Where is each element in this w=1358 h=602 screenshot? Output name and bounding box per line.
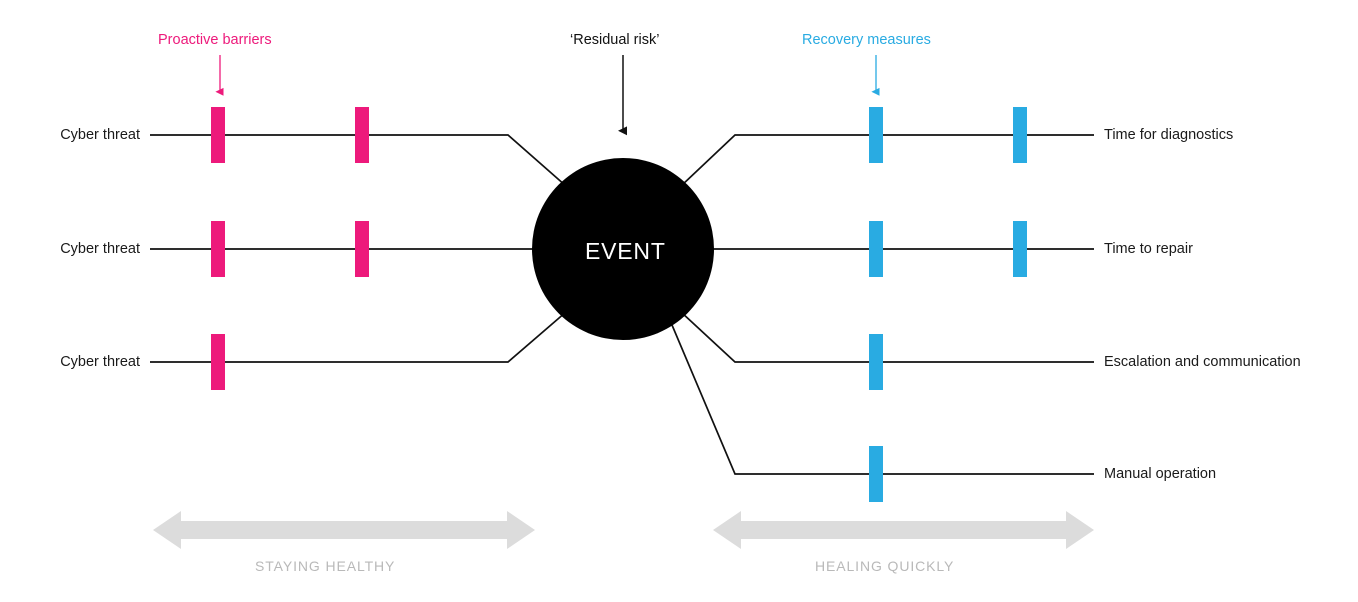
residual-risk-annotation-label: ‘Residual risk’ <box>570 32 660 48</box>
right-branch-line-1 <box>680 134 1094 187</box>
left-threat-label-2: Cyber threat <box>60 241 140 257</box>
left-threat-label-3: Cyber threat <box>60 354 140 370</box>
right-consequence-label-3: Escalation and communication <box>1104 354 1301 370</box>
right-branch-line-4 <box>671 324 1094 475</box>
proactive-barrier[interactable] <box>211 221 225 277</box>
recovery-barrier[interactable] <box>869 221 883 277</box>
recovery-barriers-group <box>869 107 1027 502</box>
proactive-barriers-group <box>211 107 369 390</box>
left-branch-line-3 <box>150 311 567 363</box>
proactive-barrier[interactable] <box>211 107 225 163</box>
phase-caption-staying-healthy: STAYING HEALTHY <box>255 558 396 574</box>
proactive-barriers-annotation-label: Proactive barriers <box>158 32 272 48</box>
left-threat-label-1: Cyber threat <box>60 127 140 143</box>
proactive-barrier[interactable] <box>211 334 225 390</box>
phase-caption-healing-quickly: HEALING QUICKLY <box>815 558 955 574</box>
healing-quickly-arrow-shape <box>713 511 1094 549</box>
right-branch-line-3 <box>680 311 1094 363</box>
left-branch-line-1 <box>150 134 567 187</box>
proactive-barrier[interactable] <box>355 221 369 277</box>
recovery-barrier[interactable] <box>1013 221 1027 277</box>
right-consequence-label-1: Time for diagnostics <box>1104 127 1234 143</box>
recovery-measures-annotation-label: Recovery measures <box>802 32 931 48</box>
phase-arrow-staying-healthy <box>153 511 535 549</box>
staying-healthy-arrow-shape <box>153 511 535 549</box>
proactive-barrier[interactable] <box>355 107 369 163</box>
event-circle <box>532 158 714 340</box>
right-branch-lines <box>671 134 1094 475</box>
right-consequence-label-4: Manual operation <box>1104 466 1217 482</box>
recovery-barrier[interactable] <box>869 334 883 390</box>
phase-arrow-healing-quickly <box>713 511 1094 549</box>
event-label: EVENT <box>585 238 666 264</box>
recovery-barrier[interactable] <box>869 107 883 163</box>
recovery-barrier[interactable] <box>1013 107 1027 163</box>
recovery-barrier[interactable] <box>869 446 883 502</box>
right-consequence-label-2: Time to repair <box>1104 241 1193 257</box>
